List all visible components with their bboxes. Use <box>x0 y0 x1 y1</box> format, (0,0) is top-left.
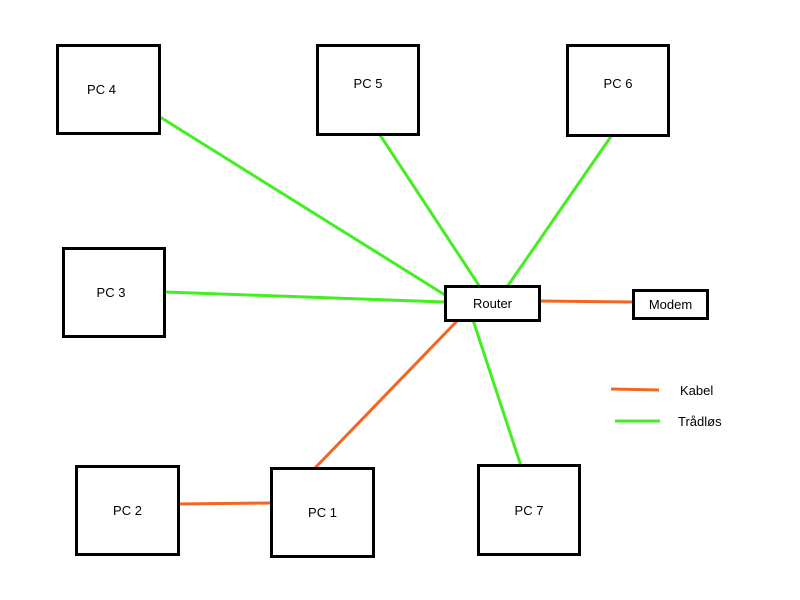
wire-pc4-router <box>159 115 446 297</box>
pc5-label: PC 5 <box>353 75 383 91</box>
wire-pc7-router <box>471 319 523 467</box>
pc1-label: PC 1 <box>308 505 337 520</box>
legend-wireless-label: Trådløs <box>678 414 722 429</box>
cable-pc1-router <box>313 318 460 470</box>
wire-pc6-router <box>505 134 614 288</box>
legend-cable-label: Kabel <box>680 383 714 398</box>
pc7-label: PC 7 <box>514 502 544 518</box>
cable-router-modem <box>538 299 634 304</box>
pc6-label: PC 6 <box>603 76 633 91</box>
pc2-label: PC 2 <box>113 503 142 518</box>
pc3-label: PC 3 <box>96 285 126 300</box>
wire-pc3-router <box>164 290 446 304</box>
pc7-node: PC 7 <box>477 464 581 556</box>
modem-label: Modem <box>648 297 693 312</box>
router-node: Router <box>444 285 541 322</box>
pc2-node: PC 2 <box>75 465 180 556</box>
legend-cable-swatch <box>610 387 660 392</box>
modem-node: Modem <box>632 289 709 320</box>
router-label: Router <box>472 296 513 311</box>
pc1-node: PC 1 <box>270 467 375 558</box>
pc4-node: PC 4 <box>56 44 161 135</box>
pc4-label: PC 4 <box>87 82 116 97</box>
pc6-node: PC 6 <box>566 44 670 137</box>
pc3-node: PC 3 <box>62 247 166 338</box>
wire-pc5-router <box>378 134 482 288</box>
cable-pc2-pc1 <box>177 501 272 506</box>
pc5-node: PC 5 <box>316 44 420 136</box>
